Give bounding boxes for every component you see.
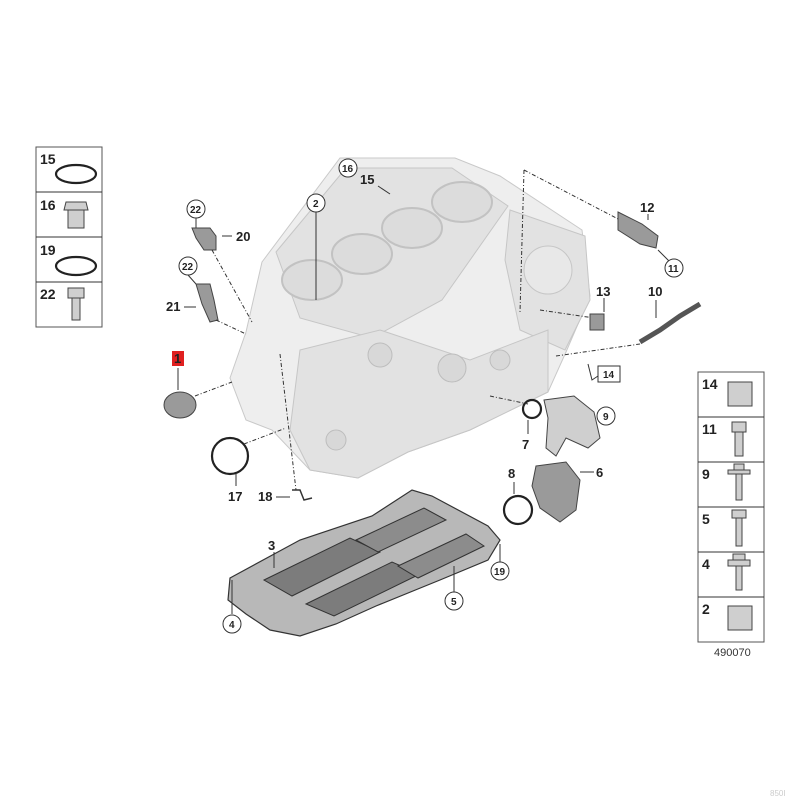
- callout-18: 18: [258, 489, 272, 504]
- part-5-callout: 5: [444, 566, 464, 611]
- bushing-icon: [727, 381, 753, 407]
- part-21-sensor: 22 21: [166, 256, 247, 335]
- callout-7: 7: [522, 437, 529, 452]
- knock-sensor-icon: [195, 283, 219, 323]
- hex-bolt-icon-5: [731, 509, 747, 547]
- camshaft-sensor-icon: [617, 211, 659, 249]
- collar-bolt-icon-9: [727, 463, 751, 501]
- left-panel-label-16: 16: [40, 197, 56, 213]
- callout-22-top: 22: [190, 205, 202, 216]
- callout-16: 16: [342, 164, 354, 175]
- callout-22-mid: 22: [182, 262, 194, 273]
- part-18-pin: 18: [258, 353, 313, 504]
- callout-11: 11: [668, 264, 679, 275]
- part-12-sensor: 12 11: [519, 169, 684, 313]
- bolt-icon: [67, 287, 85, 321]
- callout-2: 2: [313, 199, 319, 210]
- left-panel-label-22: 22: [40, 286, 56, 302]
- guide-pin-icon: [292, 489, 313, 501]
- crank-seal-icon: [210, 436, 250, 476]
- engine-block-bell-opening: [523, 245, 573, 295]
- cap-plug-icon: [163, 391, 197, 419]
- callout-5: 5: [451, 597, 457, 608]
- cylinder-bore-1: [431, 181, 493, 223]
- callout-4: 4: [229, 620, 235, 631]
- part-2-callout: 2: [306, 193, 326, 300]
- right-parts-panel: 14 11 9 5 4 2: [697, 371, 765, 643]
- screw-plug-icon: [63, 201, 89, 229]
- callout-13: 13: [596, 284, 610, 299]
- seal-ring-icon: [54, 163, 98, 185]
- callout-17: 17: [228, 489, 242, 504]
- left-panel-label-15: 15: [40, 151, 56, 167]
- socket-bolt-icon: [731, 421, 747, 457]
- part-16-15-callouts: 16 15: [338, 158, 391, 195]
- coolant-pump-icon: [531, 461, 581, 523]
- callout-20: 20: [236, 229, 250, 244]
- engine-block-boss-2: [437, 353, 467, 383]
- part-9-housing: 7 9: [489, 395, 616, 457]
- callout-21: 21: [166, 299, 180, 314]
- engine-block: [229, 157, 591, 479]
- baffle-slot-3: [354, 507, 448, 553]
- watermark: 850I: [770, 789, 786, 798]
- callout-19: 19: [494, 567, 506, 578]
- diagram-id: 490070: [714, 647, 751, 659]
- o-ring-8-icon: [502, 494, 534, 526]
- right-panel-label-5: 5: [702, 511, 710, 527]
- cylinder-bore-4: [281, 259, 343, 301]
- callout-3: 3: [268, 538, 275, 553]
- bracket-14: [587, 363, 599, 381]
- dowel-sleeve-icon: [727, 605, 753, 631]
- part-10-pipe: 10: [555, 284, 702, 357]
- part-19-callout: 19: [490, 544, 510, 581]
- part-17-seal: 17: [210, 427, 287, 504]
- crankcase-baffle-icon: [227, 489, 501, 637]
- baffle-slot-4: [396, 533, 486, 579]
- callout-10: 10: [648, 284, 662, 299]
- callout-1-highlight: [172, 351, 184, 366]
- part-4-callout: 4: [222, 580, 242, 634]
- cylinder-bore-3: [331, 233, 393, 275]
- crank-sensor-icon: [589, 313, 605, 331]
- right-panel-label-2: 2: [702, 601, 710, 617]
- part-3-baffle: 3: [227, 489, 501, 637]
- part-20-sensor: 22 20: [186, 199, 253, 323]
- vent-pipe-icon: [638, 301, 702, 345]
- engine-block-boss-1: [367, 342, 393, 368]
- engine-block-boss-3: [325, 429, 347, 451]
- cylinder-bore-2: [381, 207, 443, 249]
- callout-6: 6: [596, 465, 603, 480]
- part-13-sensor: 13: [539, 284, 610, 331]
- part-6-pump: 6: [531, 461, 603, 523]
- callout-9: 9: [603, 412, 609, 423]
- part-1-cap: 1: [163, 351, 233, 419]
- baffle-slot-1: [262, 537, 382, 597]
- part-14-callout: 14: [587, 363, 621, 383]
- callout-14: 14: [603, 370, 615, 381]
- callout-12: 12: [640, 200, 654, 215]
- right-panel-label-14: 14: [702, 376, 718, 392]
- o-ring-icon: [54, 255, 98, 277]
- flange-bolt-icon-4: [727, 553, 751, 591]
- engine-block-boss-4: [489, 349, 511, 371]
- callout-1: 1: [174, 351, 181, 366]
- coolant-housing-icon: [543, 395, 601, 457]
- right-panel-label-11: 11: [702, 421, 717, 437]
- engine-block-lower-skirt: [289, 329, 549, 479]
- part-8-ring: 8: [502, 466, 534, 526]
- left-panel-label-19: 19: [40, 242, 56, 258]
- callout-8: 8: [508, 466, 515, 481]
- right-panel-label-4: 4: [702, 556, 710, 572]
- o-ring-7-icon: [521, 398, 543, 420]
- oil-pressure-sensor-icon: [191, 227, 217, 251]
- right-panel-label-9: 9: [702, 466, 710, 482]
- left-parts-panel: 15 16 19 22: [35, 146, 103, 328]
- callout-15: 15: [360, 172, 374, 187]
